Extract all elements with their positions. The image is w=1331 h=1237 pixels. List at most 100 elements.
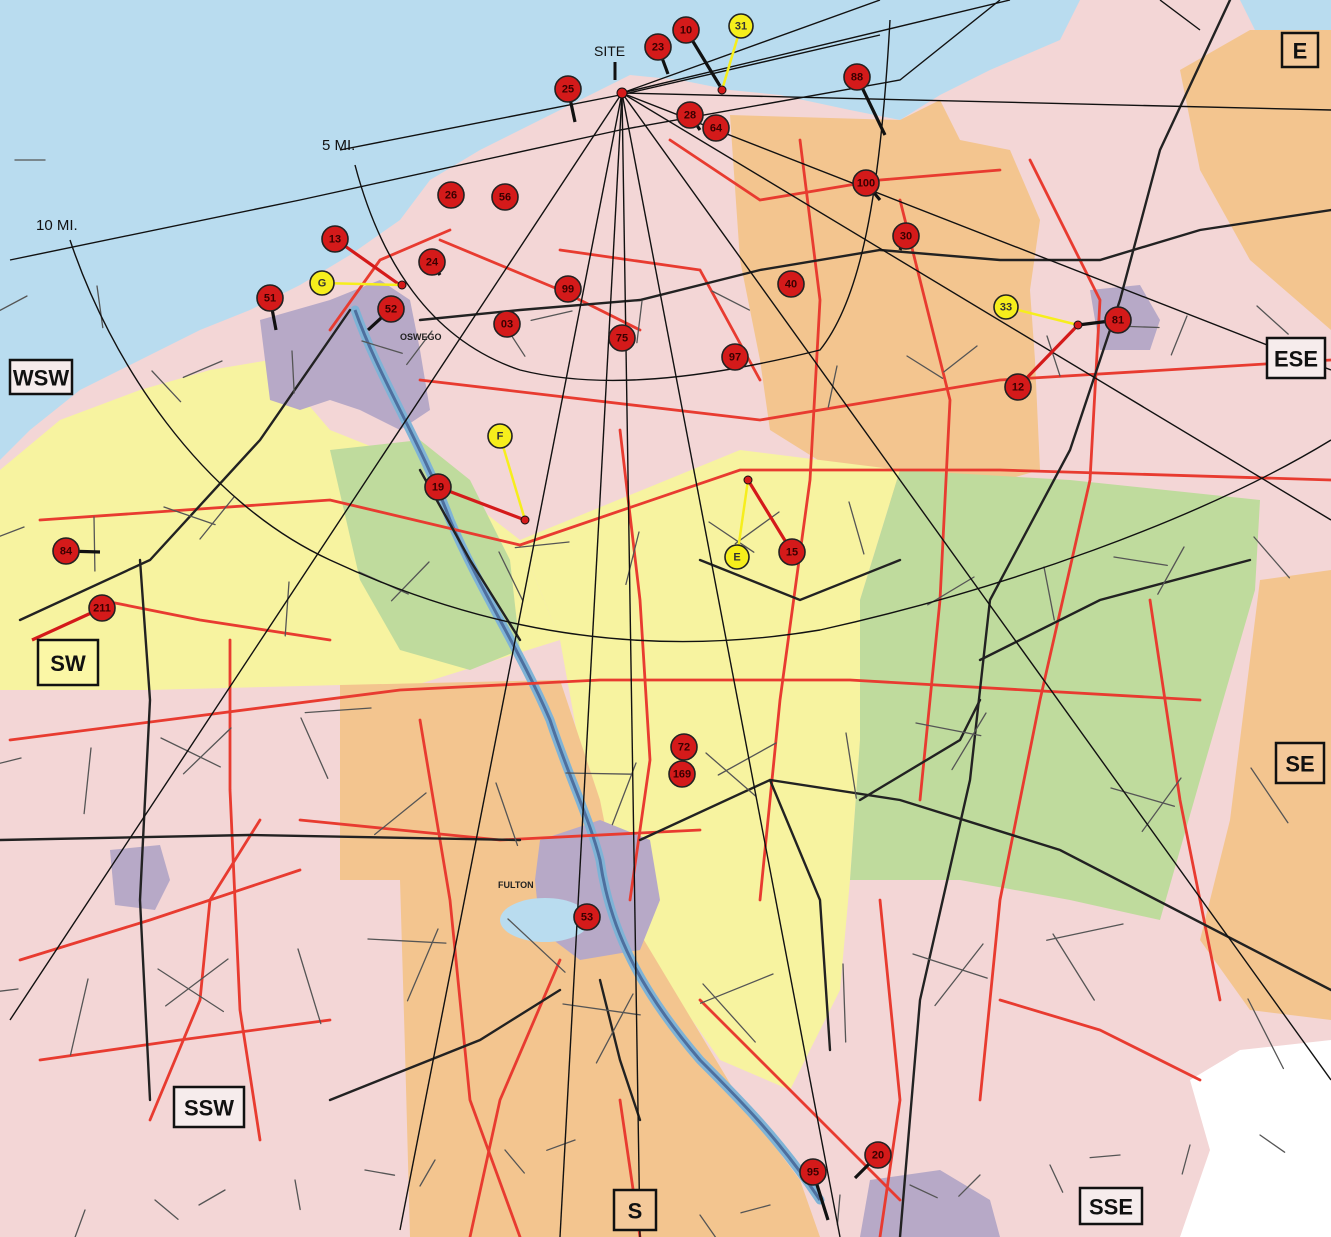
- red-marker-53[interactable]: 53: [573, 903, 601, 931]
- city-label-fulton: FULTON: [498, 880, 534, 890]
- minor-road: [546, 1139, 576, 1151]
- minor-road: [915, 722, 982, 737]
- minor-road: [297, 948, 322, 1025]
- minor-road: [199, 496, 235, 540]
- red-marker-51[interactable]: 51: [256, 284, 284, 312]
- minor-road: [504, 1149, 525, 1174]
- zone-yellow-center: [520, 450, 900, 1090]
- black-road: [768, 778, 832, 1052]
- yellow-marker-33[interactable]: 33: [993, 294, 1019, 320]
- red-marker-10[interactable]: 10: [672, 16, 700, 44]
- sector-label-text: SSW: [184, 1096, 234, 1121]
- red-road: [418, 718, 522, 1237]
- marker-label: 84: [60, 546, 73, 558]
- minor-road: [565, 772, 633, 775]
- minor-road: [1256, 305, 1289, 335]
- red-marker-20[interactable]: 20: [864, 1141, 892, 1169]
- red-marker-26[interactable]: 26: [437, 181, 465, 209]
- black-road: [418, 208, 1331, 322]
- red-road: [228, 638, 262, 1142]
- red-marker-72[interactable]: 72: [670, 733, 698, 761]
- red-marker-88[interactable]: 88: [843, 63, 871, 91]
- red-marker-circle: [676, 101, 704, 129]
- minor-road: [1049, 1164, 1064, 1193]
- red-marker-23[interactable]: 23: [644, 33, 672, 61]
- red-marker-97[interactable]: 97: [721, 343, 749, 371]
- marker-label: 53: [581, 912, 593, 924]
- red-marker-100[interactable]: 100: [852, 169, 880, 197]
- red-marker-84[interactable]: 84: [52, 537, 80, 565]
- red-marker-81[interactable]: 81: [1104, 306, 1132, 334]
- minor-road: [595, 993, 634, 1064]
- minor-road: [702, 983, 756, 1043]
- red-marker-circle: [799, 1158, 827, 1186]
- minor-road: [198, 1189, 226, 1206]
- marker-label: 81: [1112, 315, 1124, 327]
- marker-label: 10: [680, 25, 692, 37]
- red-marker-56[interactable]: 56: [491, 183, 519, 211]
- black-road: [18, 308, 352, 622]
- yellow-marker-e[interactable]: E: [724, 544, 750, 570]
- minor-road: [711, 290, 751, 311]
- red-marker-19[interactable]: 19: [424, 473, 452, 501]
- marker-label: G: [318, 278, 327, 290]
- red-marker-circle: [491, 183, 519, 211]
- sector-label-ese: ESE: [1265, 336, 1327, 380]
- black-road: [898, 0, 1232, 1237]
- red-marker-169[interactable]: 169: [668, 760, 696, 788]
- minor-road: [951, 712, 987, 771]
- yellow-marker-31[interactable]: 31: [728, 13, 754, 39]
- red-marker-64[interactable]: 64: [702, 114, 730, 142]
- red-marker-circle: [256, 284, 284, 312]
- red-marker-24[interactable]: 24: [418, 248, 446, 276]
- red-marker-40[interactable]: 40: [777, 270, 805, 298]
- minor-road: [842, 963, 847, 1043]
- red-road: [618, 428, 652, 902]
- red-marker-95[interactable]: 95: [799, 1158, 827, 1186]
- marker-label: 28: [684, 110, 696, 122]
- red-marker-13[interactable]: 13: [321, 225, 349, 253]
- marker-label: 64: [710, 123, 723, 135]
- yellow-marker-circle: [309, 270, 335, 296]
- black-road: [858, 698, 982, 802]
- red-marker-circle: [668, 760, 696, 788]
- sector-ray: [399, 92, 623, 1231]
- red-marker-15[interactable]: 15: [778, 538, 806, 566]
- sector-label-ssw: SSW: [172, 1085, 246, 1129]
- red-marker-circle: [321, 225, 349, 253]
- sector-ray: [621, 92, 1331, 1081]
- minor-road: [1247, 998, 1285, 1070]
- red-marker-circle: [864, 1141, 892, 1169]
- marker-label: 52: [385, 304, 397, 316]
- marker-label: 169: [673, 769, 691, 781]
- red-marker-03[interactable]: 03: [493, 310, 521, 338]
- red-marker-circle: [1004, 373, 1032, 401]
- yellow-marker-f[interactable]: F: [487, 423, 513, 449]
- zone-orange-southeast: [1200, 570, 1331, 1020]
- red-marker-211[interactable]: 211: [88, 594, 116, 622]
- red-road: [148, 818, 262, 1122]
- sector-ray: [621, 92, 1331, 111]
- minor-road: [717, 742, 777, 776]
- minor-road: [836, 1194, 841, 1226]
- minor-road: [154, 1199, 179, 1220]
- red-marker-25[interactable]: 25: [554, 75, 582, 103]
- minor-road: [507, 918, 566, 973]
- red-road: [8, 678, 1202, 742]
- minor-road: [705, 752, 757, 797]
- red-marker-28[interactable]: 28: [676, 101, 704, 129]
- red-road: [878, 898, 902, 1237]
- red-marker-circle: [88, 594, 116, 622]
- red-marker-75[interactable]: 75: [608, 324, 636, 352]
- marker-label: 12: [1012, 382, 1024, 394]
- minor-road: [909, 1184, 938, 1199]
- red-marker-99[interactable]: 99: [554, 275, 582, 303]
- red-marker-30[interactable]: 30: [892, 222, 920, 250]
- sector-label-text: SSE: [1089, 1195, 1133, 1220]
- minor-road: [1259, 1134, 1286, 1153]
- minor-road: [912, 953, 988, 979]
- red-marker-12[interactable]: 12: [1004, 373, 1032, 401]
- sector-label-s: S: [612, 1188, 658, 1232]
- yellow-marker-g[interactable]: G: [309, 270, 335, 296]
- red-marker-52[interactable]: 52: [377, 295, 405, 323]
